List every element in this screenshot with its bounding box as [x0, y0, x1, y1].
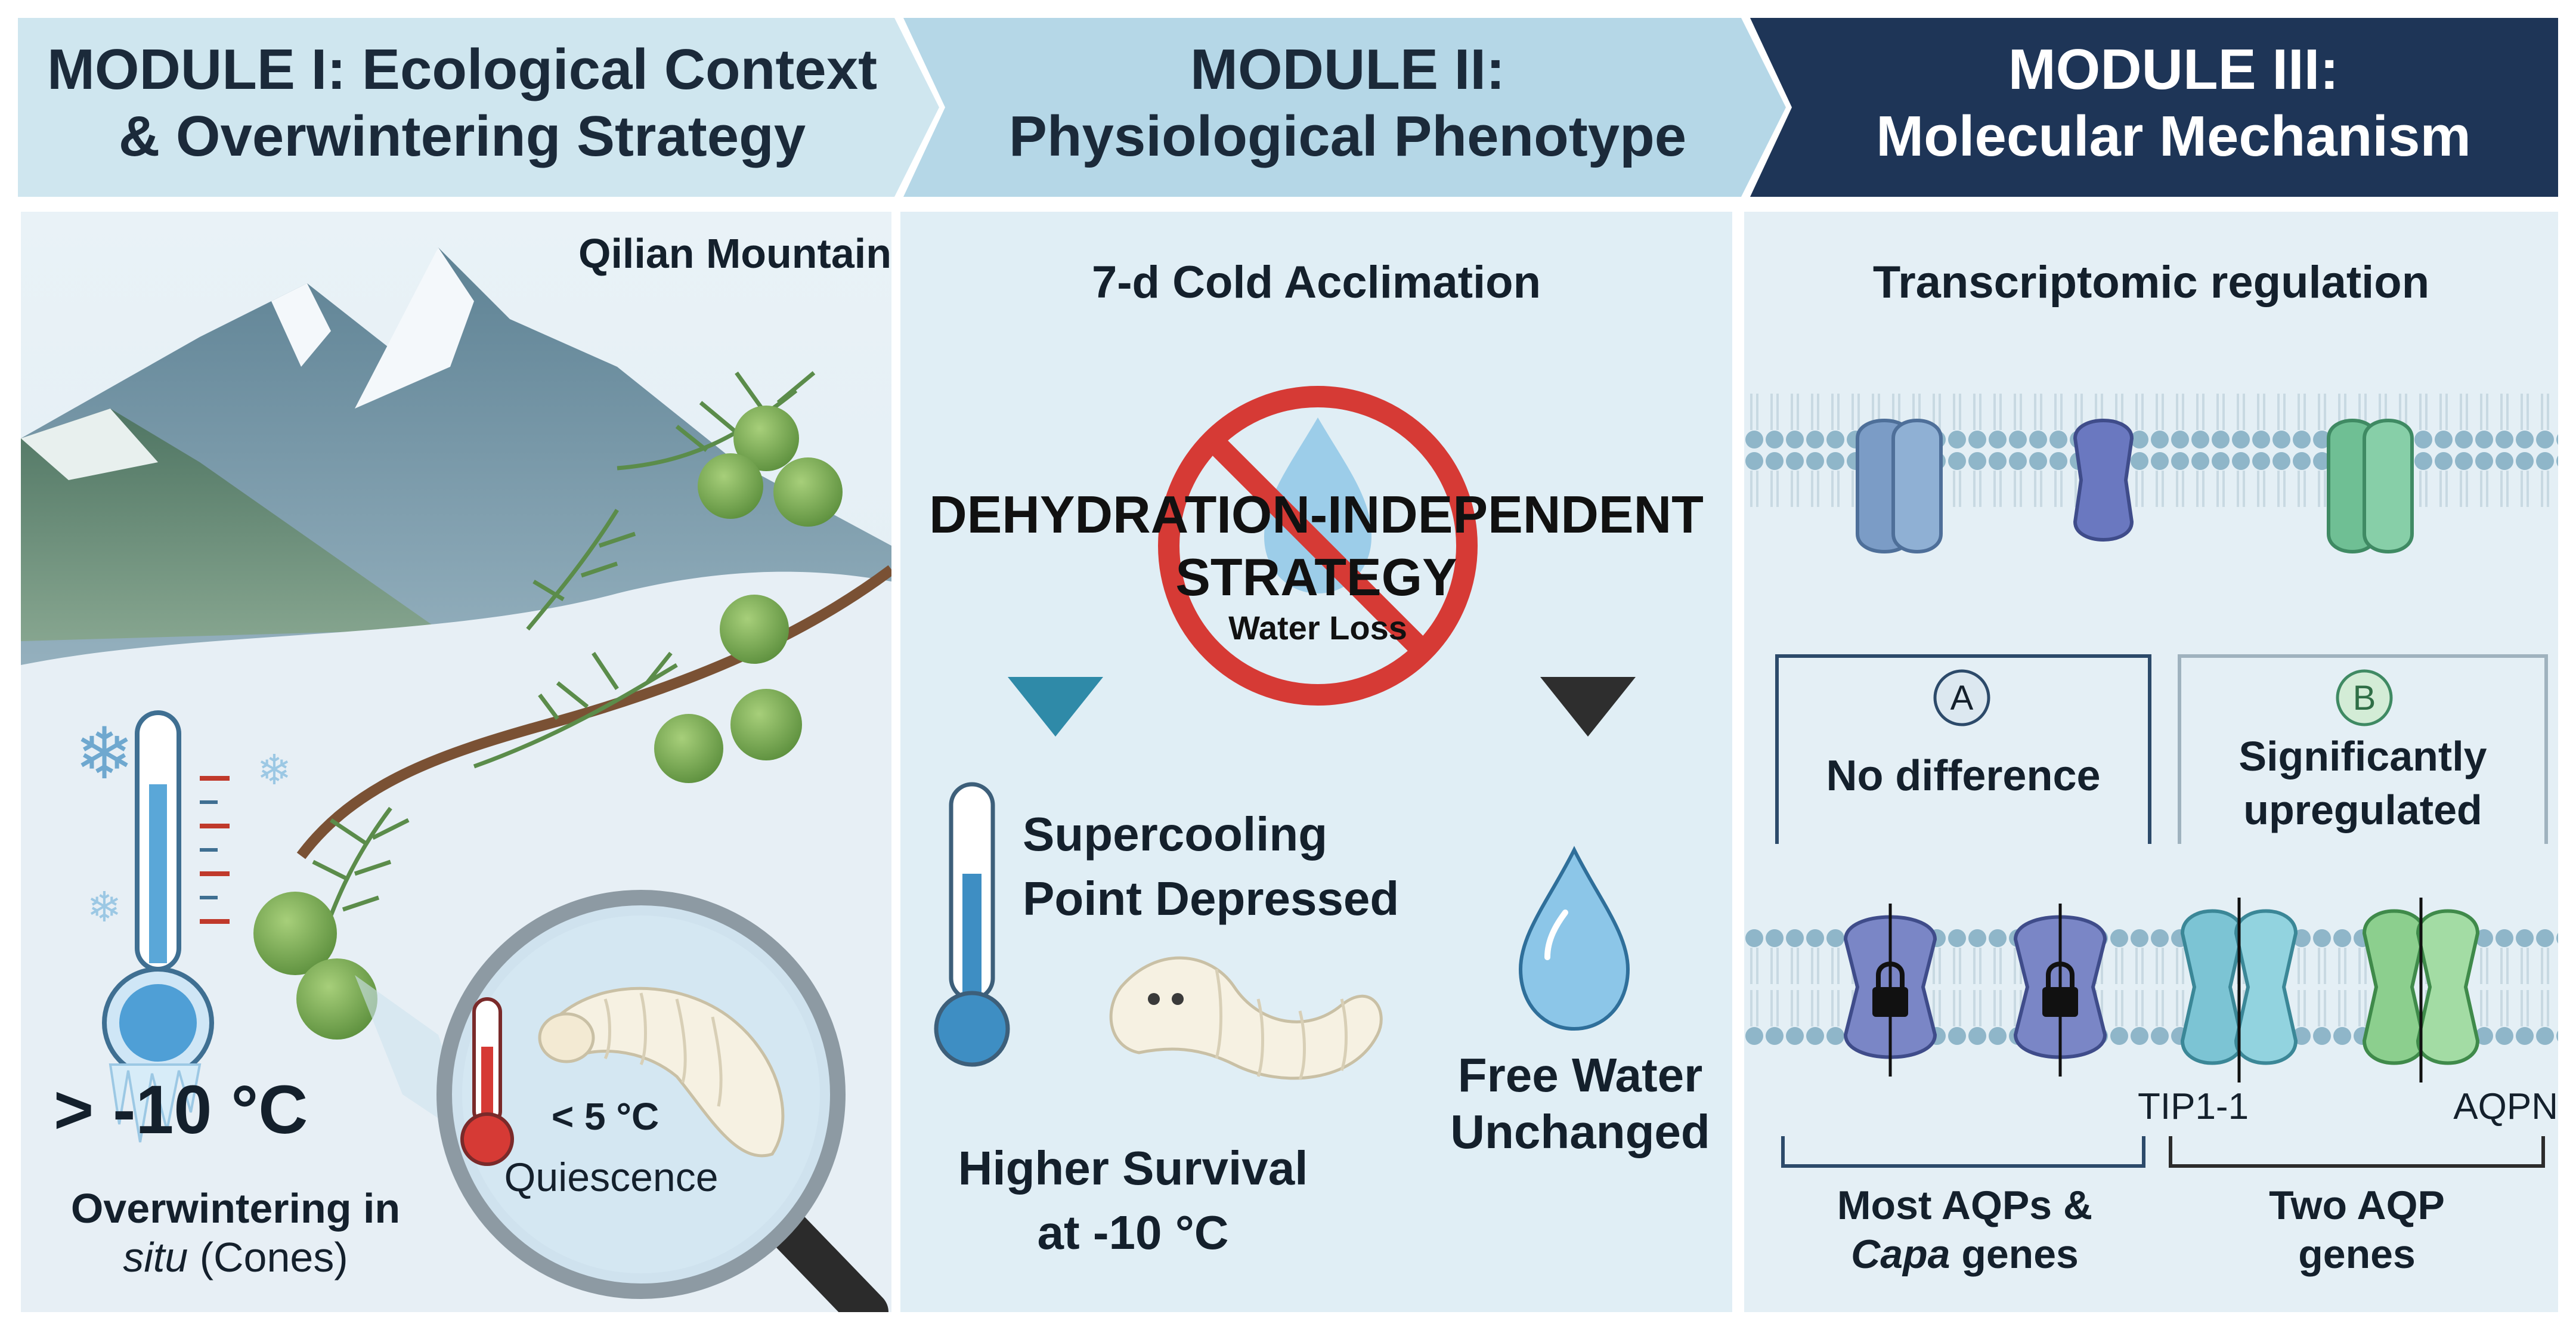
bracket-a: [1781, 1136, 2145, 1168]
badge-a: A: [1950, 679, 1974, 717]
module-2-title: 7-d Cold Acclimation: [1091, 257, 1541, 308]
larva-icon: [1109, 956, 1383, 1080]
module-1-panel: ❄ ❄ ❄ Qilian Mountain > -10 °C Overwinte…: [21, 212, 891, 1312]
left-down-arrow: [1008, 677, 1103, 737]
module-3-panel: Transcriptomic regulation A B No differe…: [1744, 212, 2558, 1312]
magnifying-glass-icon: [355, 890, 888, 1312]
quiescence-label: Quiescence: [504, 1155, 719, 1200]
no-water-loss-icon: [1158, 386, 1478, 706]
locked-aquaporins: [1843, 904, 2107, 1077]
magnifier-temp-label: < 5 °C: [551, 1095, 660, 1138]
survival-label: Higher Survival at -10 °C: [958, 1142, 1308, 1259]
membrane-diagram: [1744, 391, 2558, 1168]
top-aquaporins: [1856, 419, 2414, 553]
header-3-bg: [1750, 18, 2558, 197]
badge-b: B: [2352, 679, 2376, 717]
header-1-bg: [18, 18, 939, 197]
gene-tip1-1: TIP1-1: [2138, 1086, 2249, 1127]
acclimation-diagram: [934, 347, 1636, 1080]
no-difference-label: No difference: [1826, 752, 2101, 800]
module-3-title: Transcriptomic regulation: [1872, 257, 2430, 308]
badge-b-circle: [2336, 669, 2393, 726]
free-water-label: Free Water Unchanged: [1450, 1048, 1710, 1158]
juniper-branch: [296, 565, 891, 859]
location-label: Qilian Mountain: [578, 230, 891, 277]
header-2-bg: [903, 18, 1786, 197]
lock-icon: [2042, 987, 2078, 1017]
bracket-b: [2169, 1136, 2545, 1168]
frozen-thermometer-icon: ❄ ❄ ❄: [75, 710, 292, 1143]
temperature-label: > -10 °C: [54, 1072, 308, 1148]
mountain-scene: ❄ ❄ ❄: [21, 212, 891, 1312]
svg-text:❄: ❄: [257, 747, 292, 793]
thermometer-icon: [934, 782, 1010, 1067]
water-loss-label: Water Loss: [1228, 609, 1407, 647]
supercooling-label: Supercooling Point Depressed: [1023, 808, 1400, 925]
gene-aqpn: AQPN: [2453, 1086, 2558, 1127]
upregulated-label: Significantly upregulated: [2238, 733, 2487, 833]
right-down-arrow: [1540, 677, 1636, 737]
badge-a-circle: [1933, 669, 1990, 726]
module-2-header: MODULE II: Physiological Phenotype: [1008, 37, 1687, 168]
bottom-a-label: Most AQPs & Capa genes: [1837, 1183, 2093, 1277]
bottom-b-label: Two AQP genes: [2269, 1183, 2445, 1277]
svg-text:❄: ❄: [87, 884, 122, 930]
strategy-label: DEHYDRATION-INDEPENDENT STRATEGY: [929, 485, 1704, 607]
svg-text:❄: ❄: [75, 714, 135, 794]
header-arrows: [18, 18, 2558, 197]
module-3-header: MODULE III: Molecular Mechanism: [1876, 37, 2471, 168]
larva-icon: [538, 986, 785, 1158]
caption-italic: situ: [123, 1234, 188, 1280]
overwintering-caption: Overwintering in situ (Cones): [70, 1185, 401, 1280]
lock-icon: [1872, 987, 1908, 1017]
module-1-header: MODULE I: Ecological Context & Overwinte…: [47, 37, 878, 168]
box-b-bracket: [2178, 654, 2548, 844]
water-drop-icon: [1518, 846, 1630, 1031]
box-a-bracket: [1775, 654, 2151, 844]
module-2-panel: 7-d Cold Acclimation DEHYDRATION-INDEPEN…: [900, 212, 1732, 1312]
upregulated-aquaporins: [2180, 898, 2480, 1082]
